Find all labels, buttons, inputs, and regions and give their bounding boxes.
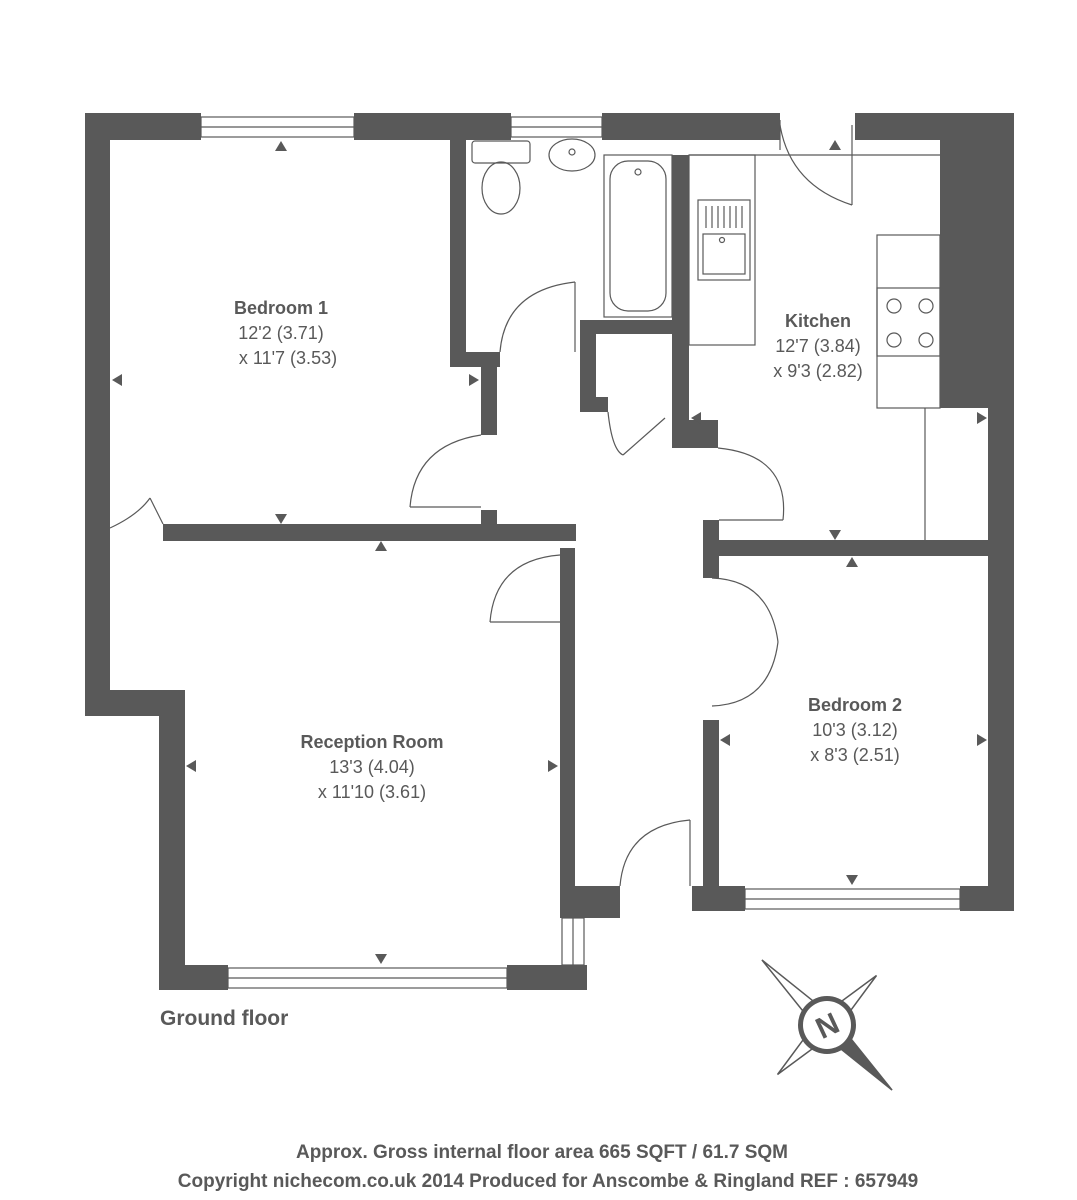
dimension-markers xyxy=(112,140,987,964)
room-size-metric: x 8'3 (2.51) xyxy=(810,745,899,765)
room-size-metric: x 11'10 (3.61) xyxy=(318,782,426,802)
room-size-metric: x 11'7 (3.53) xyxy=(239,348,337,368)
drainer-lines xyxy=(705,206,743,228)
room-name: Reception Room xyxy=(300,732,443,752)
room-reception: Reception Room 13'3 (4.04) x 11'10 (3.61… xyxy=(300,732,443,802)
room-size-imperial: 12'7 (3.84) xyxy=(775,336,861,356)
copyright-text: Copyright nichecom.co.uk 2014 Produced f… xyxy=(178,1171,918,1192)
compass-icon: N xyxy=(761,959,893,1091)
room-name: Bedroom 2 xyxy=(808,695,902,715)
room-bedroom-2: Bedroom 2 10'3 (3.12) x 8'3 (2.51) xyxy=(808,695,902,765)
walls xyxy=(85,113,1014,990)
floor-label: Ground floor xyxy=(160,1007,288,1030)
fixtures xyxy=(471,138,941,540)
room-kitchen: Kitchen 12'7 (3.84) x 9'3 (2.82) xyxy=(773,311,862,381)
room-bedroom-1: Bedroom 1 12'2 (3.71) x 11'7 (3.53) xyxy=(234,298,337,368)
floor-area-text: Approx. Gross internal floor area 665 SQ… xyxy=(296,1142,788,1163)
doors xyxy=(109,120,853,887)
room-name: Kitchen xyxy=(785,311,851,331)
room-name: Bedroom 1 xyxy=(234,298,328,318)
room-size-imperial: 12'2 (3.71) xyxy=(238,323,324,343)
room-size-imperial: 13'3 (4.04) xyxy=(329,757,415,777)
room-size-metric: x 9'3 (2.82) xyxy=(773,361,862,381)
windows xyxy=(200,116,961,989)
room-size-imperial: 10'3 (3.12) xyxy=(812,720,898,740)
